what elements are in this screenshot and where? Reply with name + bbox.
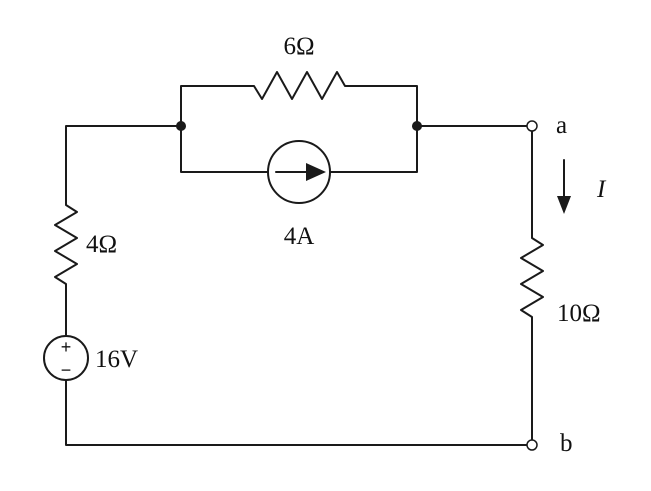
resistor-10ohm-label: 10Ω — [557, 300, 601, 327]
terminal-b-label: b — [560, 430, 573, 457]
current-source-4a — [267, 140, 331, 204]
resistor-6ohm-label: 6Ω — [283, 33, 314, 60]
wire-left-top — [65, 125, 182, 194]
current-source-4a-label: 4A — [284, 223, 315, 250]
resistor-4ohm-label: 4Ω — [86, 231, 117, 258]
current-label: I — [596, 176, 607, 203]
wire-parallel-right — [329, 85, 418, 173]
resistor-4ohm — [54, 192, 78, 297]
voltage-source-plus-sign: + — [61, 337, 72, 357]
terminal-b — [526, 439, 538, 451]
wire-parallel-left-lower — [180, 125, 269, 173]
voltage-source-16v: + − — [43, 335, 89, 381]
wire-parallel-left — [180, 85, 241, 127]
terminal-a — [526, 120, 538, 132]
resistor-6ohm — [239, 71, 360, 100]
voltage-source-16v-label: 16V — [95, 346, 138, 373]
current-arrow — [557, 159, 571, 214]
terminal-a-label: a — [556, 112, 567, 139]
resistor-10ohm — [520, 226, 544, 329]
wire-bottom — [65, 379, 533, 446]
junction-dot-left — [176, 121, 186, 131]
voltage-source-minus-sign: − — [61, 360, 72, 380]
junction-dot-right — [412, 121, 422, 131]
